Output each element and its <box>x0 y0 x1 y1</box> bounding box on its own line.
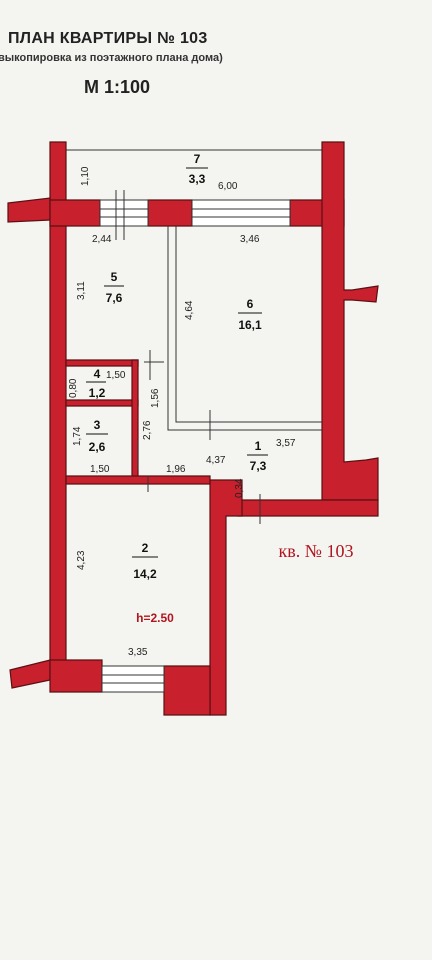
ceiling-height: h=2.50 <box>136 611 174 625</box>
dim-1-10: 1,10 <box>80 166 91 186</box>
dim-4-37: 4,37 <box>206 455 226 466</box>
wall-room2-right <box>209 479 243 716</box>
room3-area: 2,6 <box>89 440 106 454</box>
dim-4-64: 4,64 <box>184 300 195 320</box>
walls <box>7 141 379 716</box>
dim-3-11: 3,11 <box>76 281 87 300</box>
wall-bath-right <box>131 359 139 483</box>
dim-3-46: 3,46 <box>240 234 260 245</box>
plan-title: ПЛАН КВАРТИРЫ № 103 <box>8 30 208 47</box>
window-room2 <box>101 665 165 693</box>
dim-0-34: 0,34 <box>234 478 245 498</box>
wall-bath-top <box>65 359 139 367</box>
dim-1-74: 1,74 <box>72 426 83 446</box>
partition-room6 <box>167 226 322 431</box>
wall-bottom-right <box>237 499 379 517</box>
dimension-labels: 1,10 6,00 2,44 3,46 3,11 4,64 0,80 1,50 … <box>68 166 296 658</box>
room-labels: 7 3,3 5 7,6 6 16,1 4 1,2 3 2,6 1 7,3 2 1… <box>86 152 353 625</box>
room5-number: 5 <box>111 270 118 284</box>
room7-area: 3,3 <box>189 172 206 186</box>
room6-number: 6 <box>247 297 254 311</box>
partition-room6-inner <box>175 226 322 423</box>
plan-subtitle: выкопировка из поэтажного плана дома) <box>0 52 223 64</box>
apartment-label: кв. № 103 <box>279 541 354 561</box>
wall-bottom-right-seg <box>163 665 211 716</box>
room6-area: 16,1 <box>238 318 262 332</box>
wall-right <box>321 141 379 501</box>
dim-1-96: 1,96 <box>166 464 186 475</box>
windows <box>99 190 291 693</box>
dim-1-50-bottom: 1,50 <box>90 464 110 475</box>
wall-top-left <box>49 199 101 227</box>
room4-area: 1,2 <box>89 386 106 400</box>
wall-bottom-left-stub <box>9 659 51 689</box>
dim-1-56: 1,56 <box>150 388 161 408</box>
dim-3-57: 3,57 <box>276 438 296 449</box>
room1-number: 1 <box>255 439 262 453</box>
partitions <box>167 226 322 431</box>
room4-number: 4 <box>94 367 101 381</box>
dim-3-35: 3,35 <box>128 647 148 658</box>
dim-4-23: 4,23 <box>76 550 87 570</box>
wall-bottom-left <box>49 659 103 693</box>
room7-number: 7 <box>194 152 201 166</box>
wall-bath-mid <box>65 399 139 407</box>
wall-top-mid <box>147 199 193 227</box>
dim-2-76: 2,76 <box>142 420 153 440</box>
wall-left-stub <box>7 197 51 223</box>
dim-2-44: 2,44 <box>92 234 112 245</box>
wall-bath-bottom <box>65 475 211 485</box>
room3-number: 3 <box>94 418 101 432</box>
room2-number: 2 <box>142 541 149 555</box>
dim-6-00: 6,00 <box>218 181 238 192</box>
room5-area: 7,6 <box>106 291 123 305</box>
room1-area: 7,3 <box>250 459 267 473</box>
room2-area: 14,2 <box>133 567 157 581</box>
dim-0-80: 0,80 <box>68 378 79 398</box>
dim-1-50-top: 1,50 <box>106 370 126 381</box>
plan-scale: М 1:100 <box>84 77 151 97</box>
window-room6 <box>191 199 291 227</box>
